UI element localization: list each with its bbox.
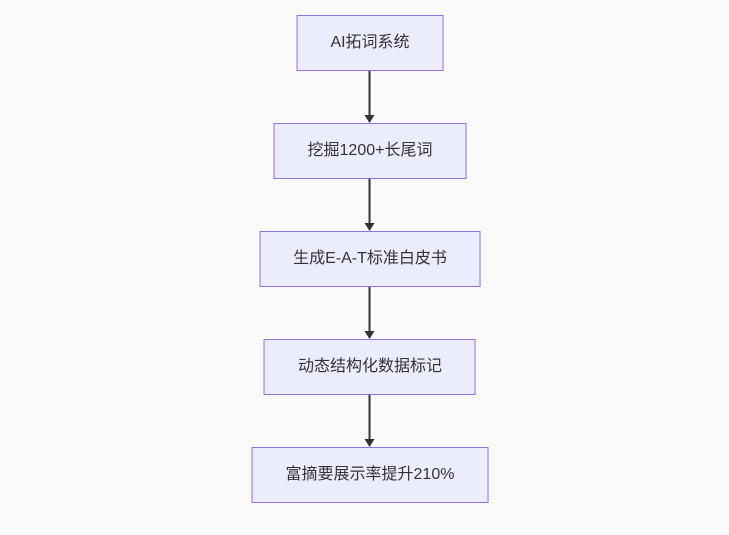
arrowhead-down-icon [365, 223, 375, 231]
arrowhead-down-icon [365, 115, 375, 123]
arrow-shaft [369, 179, 371, 224]
flowchart-node-eat-whitepaper: 生成E-A-T标准白皮书 [259, 231, 481, 287]
flow-arrow-1 [365, 71, 375, 123]
flow-arrow-4 [365, 395, 375, 447]
flow-arrow-3 [365, 287, 375, 339]
flowchart-node-longtail-mining: 挖掘1200+长尾词 [273, 123, 467, 179]
flowchart: AI拓词系统 挖掘1200+长尾词 生成E-A-T标准白皮书 动态结构化数据标记… [251, 15, 489, 503]
flowchart-node-rich-snippet-result: 富摘要展示率提升210% [251, 447, 489, 503]
arrow-shaft [369, 287, 371, 332]
flowchart-node-structured-data-markup: 动态结构化数据标记 [263, 339, 476, 395]
arrow-shaft [369, 395, 371, 440]
flow-arrow-2 [365, 179, 375, 231]
arrowhead-down-icon [365, 331, 375, 339]
arrowhead-down-icon [365, 439, 375, 447]
arrow-shaft [369, 71, 371, 116]
flowchart-node-ai-keyword-system: AI拓词系统 [296, 15, 444, 71]
